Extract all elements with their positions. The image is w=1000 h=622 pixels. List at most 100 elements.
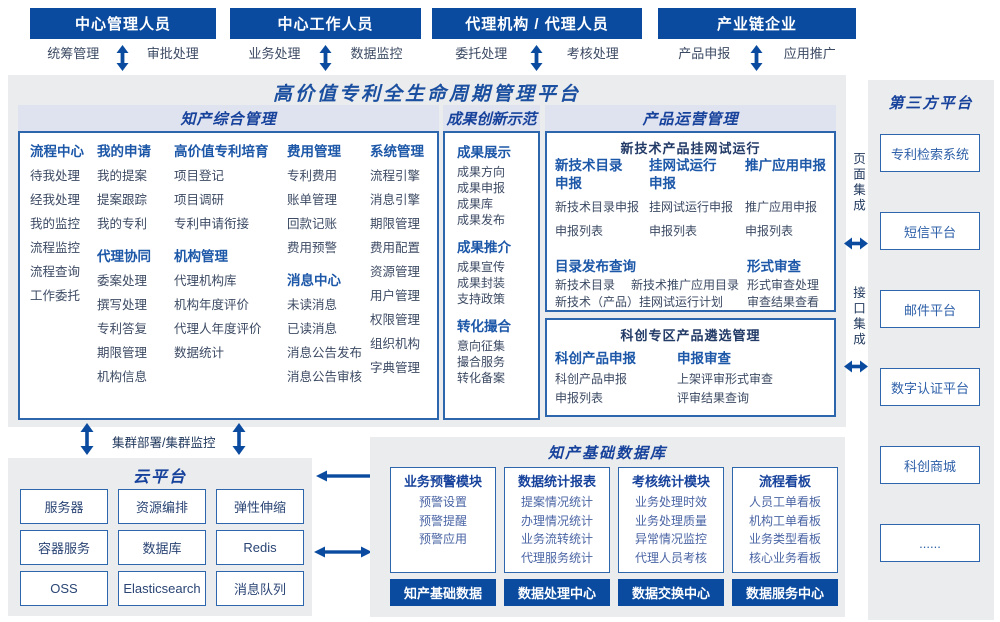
actor-group-center-managers: 中心管理人员 统筹管理 审批处理 bbox=[30, 8, 216, 71]
menu-item: 预警设置 bbox=[418, 495, 467, 509]
cloud-service-box: 消息队列 bbox=[216, 571, 304, 606]
arrow-left-icon bbox=[316, 470, 370, 482]
group-items: 形式审查处理审查结果查看 bbox=[747, 277, 833, 311]
menu-item: 科创产品申报 bbox=[555, 372, 628, 386]
menu-item: 回款记账 bbox=[287, 217, 338, 231]
menu-item: 期限管理 bbox=[370, 217, 421, 231]
module-items: 预警设置预警提醒预警应用 bbox=[391, 493, 495, 549]
menu-item: 消息公告发布 bbox=[287, 346, 363, 360]
menu-item: 业务处理时效 bbox=[634, 495, 707, 509]
menu-item: 成果封装 bbox=[457, 276, 506, 290]
menu-item: 成果宣传 bbox=[457, 260, 506, 274]
section-product-ops: 产品运营管理 新技术产品挂网试运行 新技术目录 申报 新技术目录申报申报列表 挂… bbox=[545, 105, 836, 420]
page-integration-label: 页面集成 bbox=[851, 152, 865, 214]
module-title: 流程看板 bbox=[758, 474, 811, 489]
cloud-service-box: 容器服务 bbox=[20, 530, 108, 565]
data-center-box: 数据服务中心 bbox=[732, 579, 838, 606]
menu-item: 权限管理 bbox=[370, 313, 421, 327]
third-party-system-box: ...... bbox=[880, 524, 980, 562]
actor-roles: 统筹管理 审批处理 bbox=[30, 39, 216, 71]
menu-item: 新技术目录 bbox=[555, 278, 616, 292]
actor-role-label: 业务处理 bbox=[248, 46, 301, 61]
menu-item: 代理机构库 bbox=[174, 274, 237, 288]
module-items: 提案情况统计办理情况统计业务流转统计代理服务统计 bbox=[505, 493, 609, 567]
group-title: 科创产品申报 bbox=[555, 351, 636, 366]
menu-item: 流程监控 bbox=[30, 241, 81, 255]
menu-item: 申报列表 bbox=[745, 224, 794, 238]
section-title: 成果创新示范 bbox=[443, 105, 540, 131]
group-title: 系统管理 bbox=[370, 144, 424, 159]
module-title: 数据统计报表 bbox=[517, 474, 596, 489]
actor-title: 中心工作人员 bbox=[230, 8, 421, 39]
menu-item: 核心业务看板 bbox=[748, 550, 821, 565]
catalog-row: 新技术目录新技术推广应用目录 bbox=[555, 277, 745, 294]
menu-item: 成果申报 bbox=[457, 181, 506, 195]
cloud-service-box: 资源编排 bbox=[118, 489, 206, 524]
menu-item: 待我处理 bbox=[30, 169, 81, 183]
menu-item: 机构工单看板 bbox=[748, 513, 821, 528]
menu-item: 我的专利 bbox=[97, 217, 148, 231]
menu-item: 代理服务统计 bbox=[520, 550, 593, 565]
group-title: 形式审查 bbox=[747, 259, 801, 274]
cloud-service-box: 服务器 bbox=[20, 489, 108, 524]
actor-roles: 委托处理 考核处理 bbox=[432, 39, 642, 71]
section-ip-management: 知产综合管理 流程中心 待我处理经我处理我的监控流程监控流程查询工作委托 我的申… bbox=[18, 105, 439, 420]
actor-role-label: 统筹管理 bbox=[47, 46, 100, 61]
achievement-group: 转化撮合 意向征集撮合服务转化备案 bbox=[445, 316, 538, 386]
cloud-service-box: Elasticsearch bbox=[118, 571, 206, 606]
data-center-box: 知产基础数据 bbox=[390, 579, 496, 606]
menu-item: 转化备案 bbox=[457, 371, 506, 385]
third-party-system-box: 数字认证平台 bbox=[880, 368, 980, 406]
menu-item: 消息引擎 bbox=[370, 193, 421, 207]
actor-group-agencies: 代理机构 / 代理人员 委托处理 考核处理 bbox=[432, 8, 642, 71]
menu-item: 提案跟踪 bbox=[97, 193, 148, 207]
menu-item: 提案情况统计 bbox=[520, 495, 593, 509]
ip-column: 系统管理 流程引擎消息引擎期限管理费用配置资源管理用户管理权限管理组织机构字典管… bbox=[370, 140, 424, 380]
actor-title: 代理机构 / 代理人员 bbox=[432, 8, 642, 39]
menu-item: 未读消息 bbox=[287, 298, 338, 312]
group-title: 机构管理 bbox=[174, 249, 228, 264]
menu-item: 工作委托 bbox=[30, 289, 81, 303]
group-items: 代理机构库机构年度评价代理人年度评价数据统计 bbox=[174, 269, 269, 365]
third-party-panel: 第三方平台 专利检索系统短信平台邮件平台数字认证平台科创商城...... bbox=[868, 80, 994, 620]
db-module: 业务预警模块 预警设置预警提醒预警应用 bbox=[390, 467, 496, 573]
cloud-service-box: 弹性伸缩 bbox=[216, 489, 304, 524]
menu-item: 已读消息 bbox=[287, 322, 338, 336]
data-center-box-wrap: 知产基础数据 bbox=[390, 579, 496, 606]
actor-roles: 业务处理 数据监控 bbox=[230, 39, 421, 71]
db-module: 考核统计模块 业务处理时效业务处理质量异常情况监控代理人员考核 bbox=[618, 467, 724, 573]
menu-item: 字典管理 bbox=[370, 361, 421, 375]
double-arrow-horizontal-icon bbox=[844, 360, 868, 373]
menu-item: 意向征集 bbox=[457, 339, 506, 353]
menu-item: 成果库 bbox=[457, 197, 494, 211]
module-items: 人员工单看板机构工单看板业务类型看板核心业务看板 bbox=[733, 493, 837, 567]
group-title: 费用管理 bbox=[287, 144, 341, 159]
group-items: 科创产品申报申报列表 bbox=[555, 370, 636, 408]
third-party-list: 专利检索系统短信平台邮件平台数字认证平台科创商城...... bbox=[880, 134, 980, 562]
menu-item: 评审结果查询 bbox=[677, 391, 750, 405]
menu-item: 我的提案 bbox=[97, 169, 148, 183]
platform-panel: 高价值专利全生命周期管理平台 知产综合管理 流程中心 待我处理经我处理我的监控流… bbox=[8, 75, 846, 427]
ip-column: 流程中心 待我处理经我处理我的监控流程监控流程查询工作委托 bbox=[30, 140, 84, 308]
double-arrow-vertical-icon bbox=[80, 423, 94, 455]
menu-item: 申报列表 bbox=[555, 391, 604, 405]
third-party-system-box: 专利检索系统 bbox=[880, 134, 980, 172]
db-module: 数据统计报表 提案情况统计办理情况统计业务流转统计代理服务统计 bbox=[504, 467, 610, 573]
menu-item: 经我处理 bbox=[30, 193, 81, 207]
section-title: 产品运营管理 bbox=[545, 105, 836, 131]
box-title: 科创专区产品遴选管理 bbox=[620, 328, 761, 343]
menu-item: 预警应用 bbox=[418, 532, 467, 546]
cluster-label: 集群部署/集群监控 bbox=[112, 436, 216, 450]
section-achievement: 成果创新示范 成果展示 成果方向成果申报成果库成果发布 成果推介 成果宣传成果封… bbox=[443, 105, 540, 420]
menu-item: 异常情况监控 bbox=[634, 532, 707, 546]
double-arrow-vertical-icon bbox=[319, 44, 332, 71]
module-title: 业务预警模块 bbox=[403, 474, 482, 489]
ip-database-panel: 知产基础数据库 业务预警模块 预警设置预警提醒预警应用 数据统计报表 提案情况统… bbox=[370, 437, 845, 617]
menu-item: 成果发布 bbox=[457, 213, 506, 227]
catalog-query-group: 目录发布查询 新技术目录新技术推广应用目录 新技术（产品）挂网试运行计划 bbox=[555, 257, 745, 311]
actor-group-enterprises: 产业链企业 产品申报 应用推广 bbox=[658, 8, 856, 71]
third-party-system-box: 短信平台 bbox=[880, 212, 980, 250]
module-items: 业务处理时效业务处理质量异常情况监控代理人员考核 bbox=[619, 493, 723, 567]
menu-item: 申报列表 bbox=[555, 224, 604, 238]
actor-role-label: 审批处理 bbox=[146, 46, 199, 61]
